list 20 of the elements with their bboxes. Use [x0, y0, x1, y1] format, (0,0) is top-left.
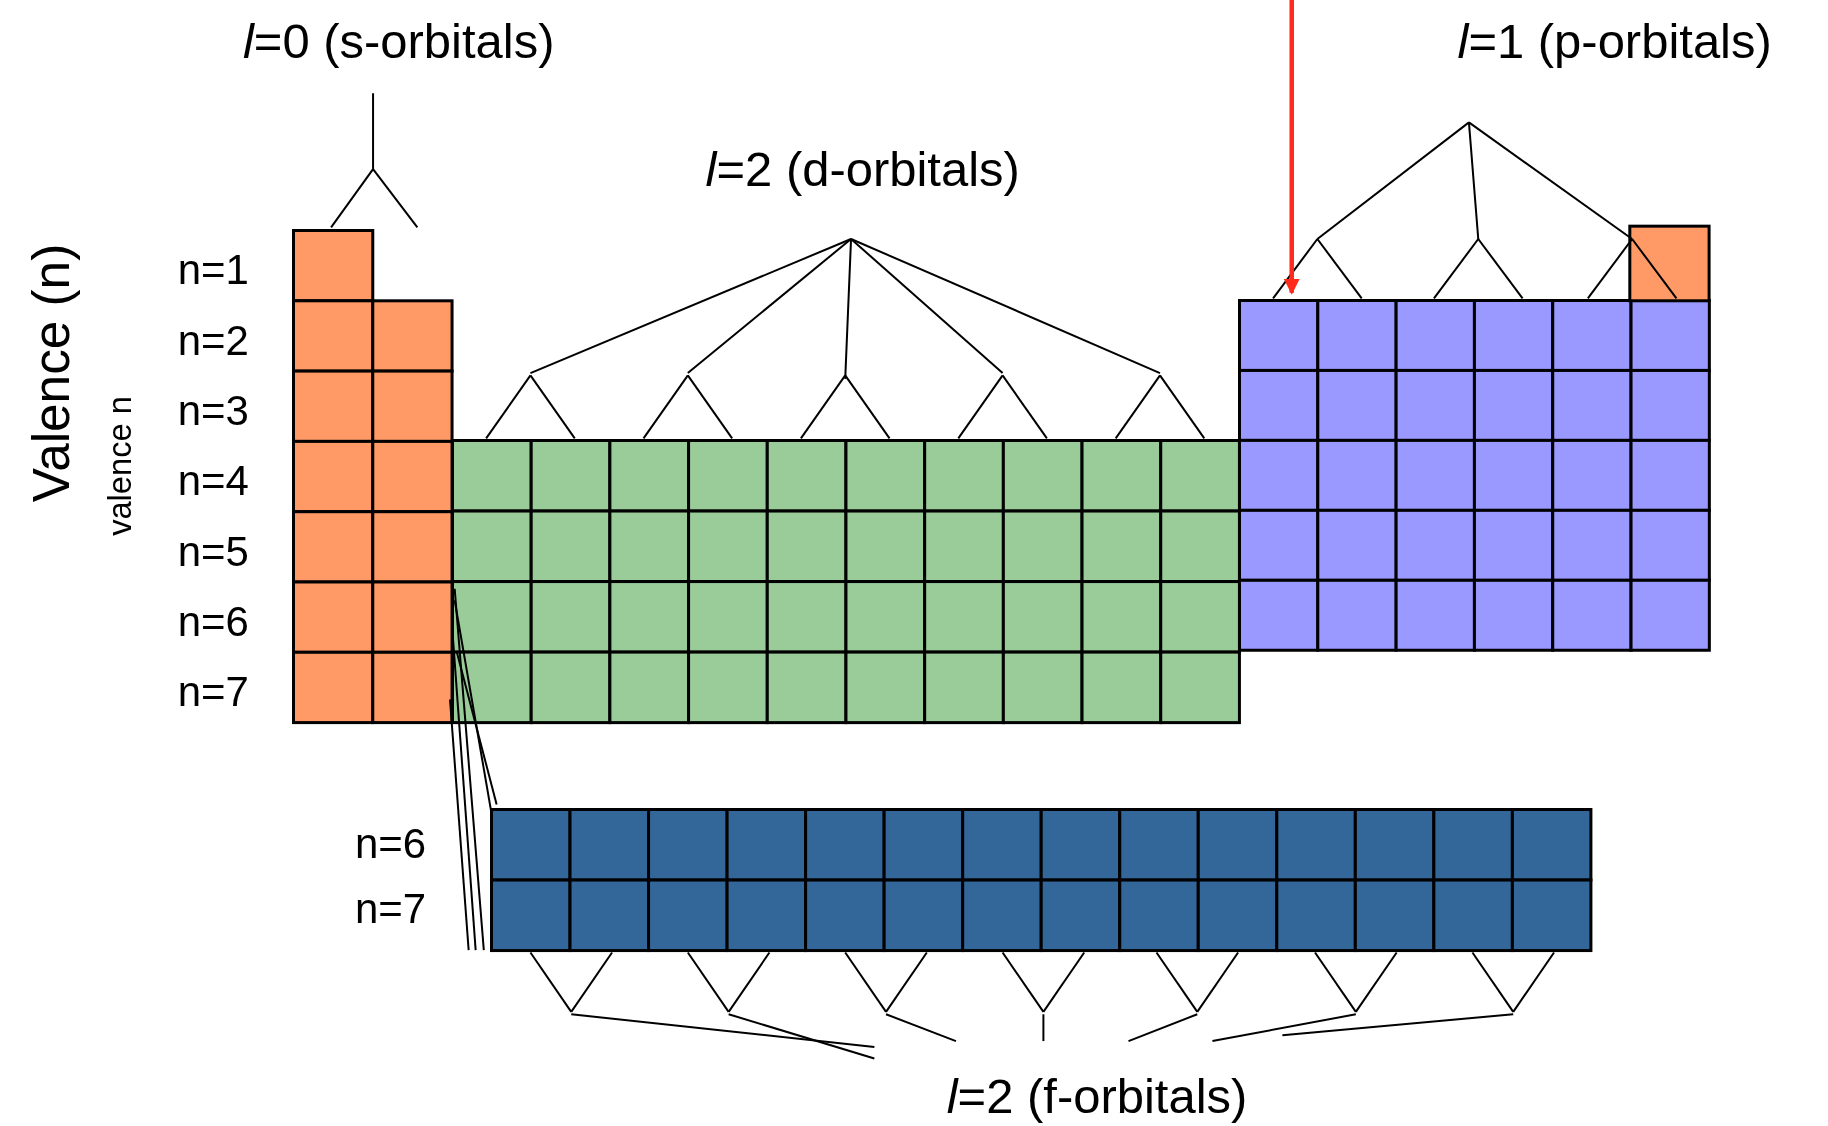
row-label: n=7 [177, 671, 249, 714]
row-label: n=2 [177, 319, 249, 362]
row-label: n=1 [177, 249, 249, 292]
s-block-grid [292, 229, 454, 725]
f-block-grid [490, 807, 1593, 952]
row-label: n=3 [177, 390, 249, 433]
row-label: n=6 [354, 823, 427, 866]
row-label: n=4 [177, 460, 249, 503]
row-label: n=6 [177, 600, 249, 643]
axis-subtitle: valence n [103, 396, 137, 537]
row-label: n=7 [354, 888, 427, 931]
orbital-heading: l=1 (p-orbitals) [1457, 16, 1772, 66]
orbital-heading: l=2 (f-orbitals) [946, 1071, 1248, 1121]
orbital-heading: l=2 (d-orbitals) [705, 144, 1020, 194]
axis-title: Valence (n) [26, 243, 79, 503]
arrow [1283, 0, 1300, 295]
d-block-grid [450, 439, 1241, 725]
orbital-heading: l=0 (s-orbitals) [242, 16, 555, 66]
row-label: n=5 [177, 530, 249, 573]
p-block-grid [1237, 299, 1711, 652]
